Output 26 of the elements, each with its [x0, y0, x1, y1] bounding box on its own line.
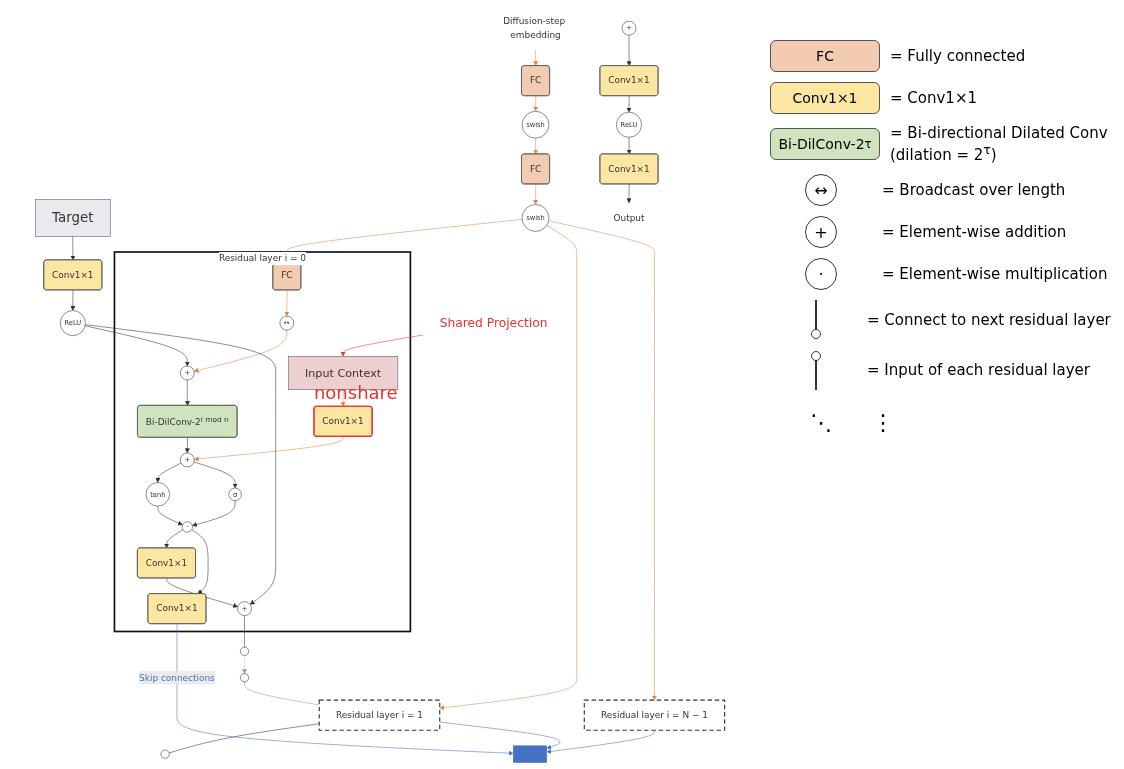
legend-text: = Connect to next residual layer	[867, 311, 1111, 329]
node-circle	[160, 749, 170, 759]
ellipsis-mark: ⋮	[872, 410, 894, 435]
node-circle	[240, 646, 249, 656]
node-box: Residual layer i = N − 1	[583, 699, 726, 731]
connector	[244, 615, 245, 648]
legend-text: = Fully connected	[890, 47, 1026, 65]
node-text: Shared Projection	[439, 316, 548, 331]
legend-text: = Element-wise multiplication	[882, 265, 1108, 283]
legend-text: = Input of each residual layer	[867, 361, 1090, 379]
node-text: Output	[613, 212, 645, 223]
connector	[244, 681, 320, 706]
edge-label: Skip connections	[139, 672, 215, 683]
legend-text: = Element-wise addition	[882, 223, 1067, 241]
node-circle	[240, 673, 249, 683]
connector	[168, 723, 320, 754]
node-bar	[513, 745, 547, 763]
node-text: Diffusion-step embedding	[503, 15, 566, 40]
ellipsis-mark: ⋱	[810, 410, 832, 435]
legend-swatch: FC	[770, 40, 880, 72]
node-box: Target	[35, 199, 111, 237]
node-box: Residual layer i = 1	[318, 699, 441, 731]
legend-text: = Bi-directional Dilated Conv (dilation = 2$^{τ}$)	[890, 124, 1109, 164]
legend-text: = Broadcast over length	[882, 181, 1066, 199]
legend-swatch: Conv1×1	[770, 82, 880, 114]
legend-text: = Conv1×1	[890, 89, 978, 107]
